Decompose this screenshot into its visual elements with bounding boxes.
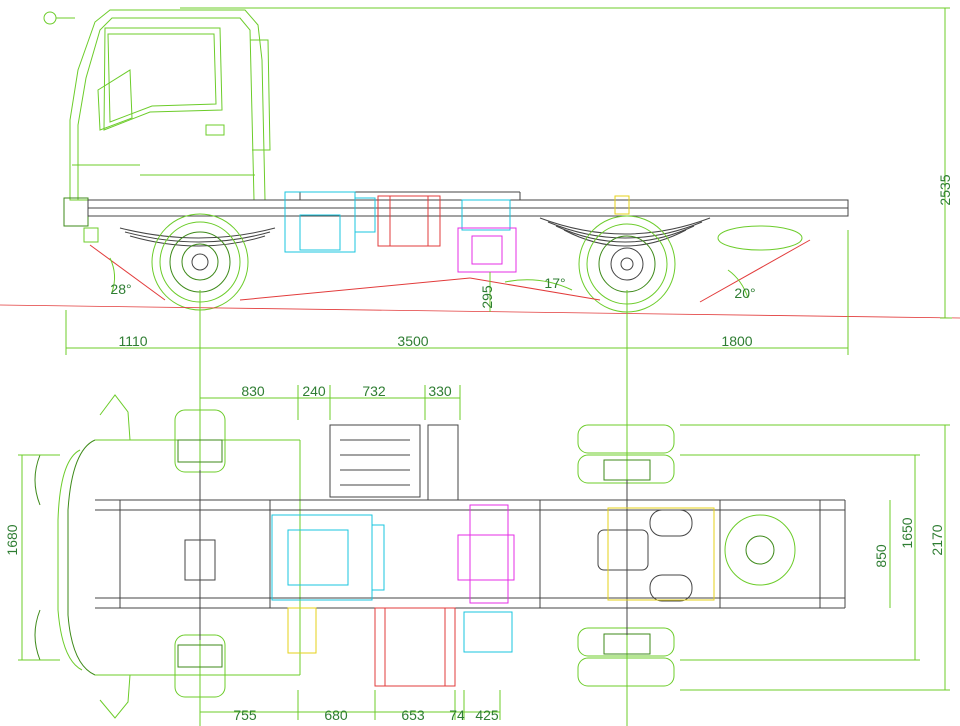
engine-top [271,514,385,601]
dim-frame-width: 850 [873,544,889,568]
dim-ground-clearance: 295 [479,285,495,309]
dim-top-3: 330 [428,383,452,399]
fuel-tank-top [374,607,456,687]
top-view [18,385,950,720]
dim-top-2: 732 [362,383,386,399]
side-view [0,7,960,726]
dim-wheelbase: 3500 [397,333,428,349]
frame-rail-side [87,191,849,217]
dim-height-total: 2535 [937,174,953,205]
dim-front-track: 1680 [4,524,20,555]
dim-approach-angle: 28° [110,281,131,297]
dim-bottom-0: 755 [233,707,257,723]
dim-front-overhang: 1110 [118,333,147,349]
cab-outline-top [34,394,301,719]
ground-line [0,304,960,319]
battery-top [329,424,421,498]
engine-gearbox-side [284,191,376,253]
front-wheels-top [174,409,226,698]
dim-top-0: 830 [241,383,265,399]
dim-rear-overhang: 1800 [721,333,752,349]
dim-bottom-2: 653 [401,707,425,723]
dim-overall-width: 2170 [929,524,945,555]
dim-departure-angle: 20° [734,285,755,301]
battery-box-side [377,195,441,247]
cab-outline [43,9,271,201]
dim-bottom-1: 680 [324,707,348,723]
dim-rear-track: 1650 [899,517,915,548]
rear-wheels-top [577,424,675,687]
dim-top-1: 240 [302,383,326,399]
front-wheel-side [151,213,249,311]
transmission-top [457,504,515,604]
dim-ramp-angle: 17° [544,275,565,291]
fuel-tank-side [457,199,517,273]
dim-bottom-4: 425 [475,707,499,723]
dim-bottom-3: 74 [449,707,465,723]
